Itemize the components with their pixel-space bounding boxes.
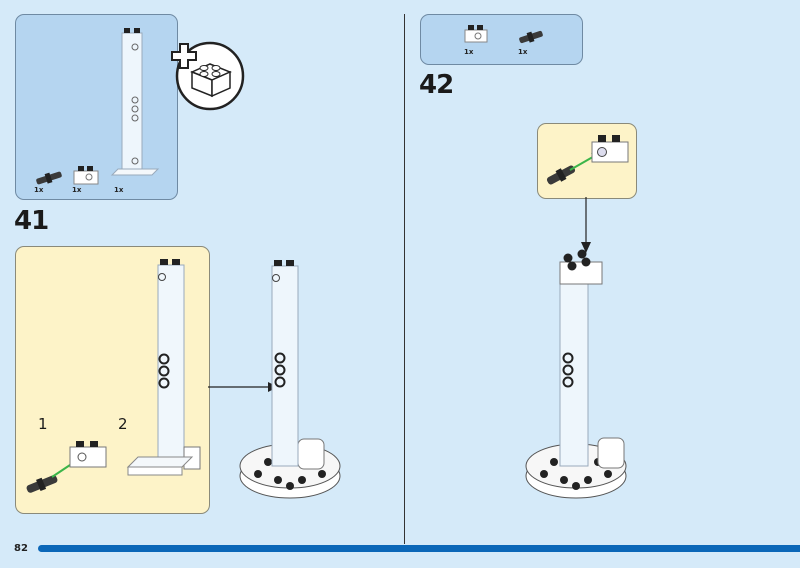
pin-connector-icon: [519, 30, 543, 44]
step-42-parts-box: 1x 1x: [420, 14, 583, 65]
step-42-callout: [537, 123, 637, 199]
part-qty: 1x: [72, 186, 82, 194]
page-number: 82: [14, 543, 28, 554]
substep-number: 2: [118, 415, 128, 433]
pillar-icon: [110, 28, 160, 176]
part-qty: 1x: [518, 48, 528, 56]
step-41-parts-box: 1x 1x 1x: [15, 14, 178, 200]
step-arrow-icon: [581, 197, 591, 253]
technic-brick-icon: [69, 441, 107, 468]
plus-brick-icon: [171, 41, 245, 111]
substep-number: 1: [38, 415, 48, 433]
technic-brick-icon: [464, 25, 488, 43]
part-qty: 1x: [464, 48, 474, 56]
page-accent-bar: [38, 545, 800, 552]
pin-connector-icon: [546, 165, 576, 185]
step-number: 41: [14, 206, 49, 236]
step-41-model: [239, 260, 341, 499]
part-qty: 1x: [114, 186, 124, 194]
pin-connector-icon: [36, 171, 62, 185]
pillar-assembly-icon: [126, 259, 201, 476]
pin-connector-icon: [26, 475, 58, 493]
step-41-callout: 1 2: [15, 246, 210, 514]
step-number: 42: [419, 70, 454, 100]
page-divider: [404, 14, 405, 544]
technic-brick-icon: [591, 135, 629, 163]
part-qty: 1x: [34, 186, 44, 194]
technic-brick-icon: [73, 166, 99, 185]
step-42-model: [525, 249, 627, 499]
